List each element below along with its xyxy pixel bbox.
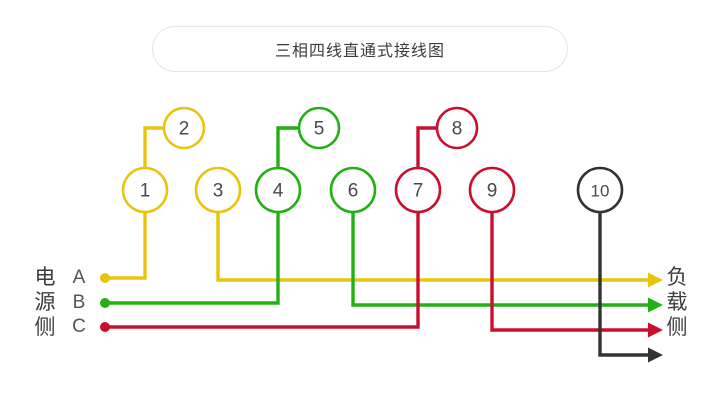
- terminal-circle-1[interactable]: [121, 166, 169, 214]
- terminal-number-10: 10: [591, 182, 610, 201]
- terminal-10[interactable]: 10: [576, 166, 624, 214]
- terminal-number-8: 8: [452, 119, 463, 140]
- terminal-1[interactable]: 1: [121, 166, 169, 214]
- terminal-number-7: 7: [413, 181, 424, 202]
- terminal-circle-7[interactable]: [394, 166, 442, 214]
- phase-c-label: C: [72, 316, 86, 337]
- terminal-number-5: 5: [314, 119, 325, 140]
- phase-a-dot: [100, 273, 110, 283]
- terminal-4[interactable]: 4: [254, 166, 302, 214]
- terminal-circle-2[interactable]: [162, 106, 206, 150]
- terminal-number-1: 1: [140, 181, 151, 202]
- terminal-number-3: 3: [213, 181, 224, 202]
- terminals-layer: 1 2 3 4 5 6 7 8 9 10: [121, 106, 624, 214]
- wires-layer: [105, 126, 648, 357]
- load-arrows-layer: [648, 272, 663, 363]
- wire-terminal-5-to-terminal-4: [276, 126, 299, 168]
- wire-phase-c-source-to-terminal-7: [105, 212, 420, 329]
- diagram-title-pill: 三相四线直通式接线图: [152, 26, 568, 72]
- load-c-arrow: [648, 322, 663, 338]
- terminal-circle-3[interactable]: [194, 166, 242, 214]
- wire-phase-a-source-to-terminal-1: [105, 212, 147, 280]
- terminal-circle-5[interactable]: [297, 106, 341, 150]
- phase-b-dot: [100, 298, 110, 308]
- terminal-circle-9[interactable]: [468, 166, 516, 214]
- phase-b-label: B: [72, 292, 86, 313]
- terminal-circle-8[interactable]: [435, 106, 479, 150]
- wire-terminal-6-to-load-b: [351, 212, 648, 307]
- terminal-3[interactable]: 3: [194, 166, 242, 214]
- terminal-number-4: 4: [273, 181, 284, 202]
- wire-terminal-10-to-load-n: [598, 212, 648, 357]
- load-n-arrow: [648, 347, 663, 363]
- terminal-circle-6[interactable]: [329, 166, 377, 214]
- terminal-8[interactable]: 8: [435, 106, 479, 150]
- source-side-label: 电源侧: [34, 265, 56, 339]
- terminal-circle-10[interactable]: [576, 166, 624, 214]
- terminal-number-6: 6: [348, 181, 359, 202]
- wire-phase-b-source-to-terminal-4: [105, 212, 280, 305]
- wire-terminal-2-to-terminal-1: [143, 126, 164, 168]
- load-side-label: 负载侧: [666, 265, 688, 339]
- wire-terminal-8-to-terminal-7: [416, 126, 437, 168]
- phase-a-label: A: [72, 267, 86, 288]
- source-dots-layer: [100, 273, 110, 332]
- load-a-arrow: [648, 272, 663, 288]
- terminal-circle-4[interactable]: [254, 166, 302, 214]
- wire-terminal-9-to-load-c: [490, 212, 648, 332]
- load-b-arrow: [648, 297, 663, 313]
- terminal-9[interactable]: 9: [468, 166, 516, 214]
- terminal-2[interactable]: 2: [162, 106, 206, 150]
- page-title: 三相四线直通式接线图: [274, 41, 445, 60]
- terminal-number-2: 2: [179, 119, 190, 140]
- terminal-6[interactable]: 6: [329, 166, 377, 214]
- phase-c-dot: [100, 322, 110, 332]
- wire-terminal-3-to-load-a: [216, 212, 648, 282]
- terminal-number-9: 9: [487, 181, 498, 202]
- terminal-7[interactable]: 7: [394, 166, 442, 214]
- terminal-5[interactable]: 5: [297, 106, 341, 150]
